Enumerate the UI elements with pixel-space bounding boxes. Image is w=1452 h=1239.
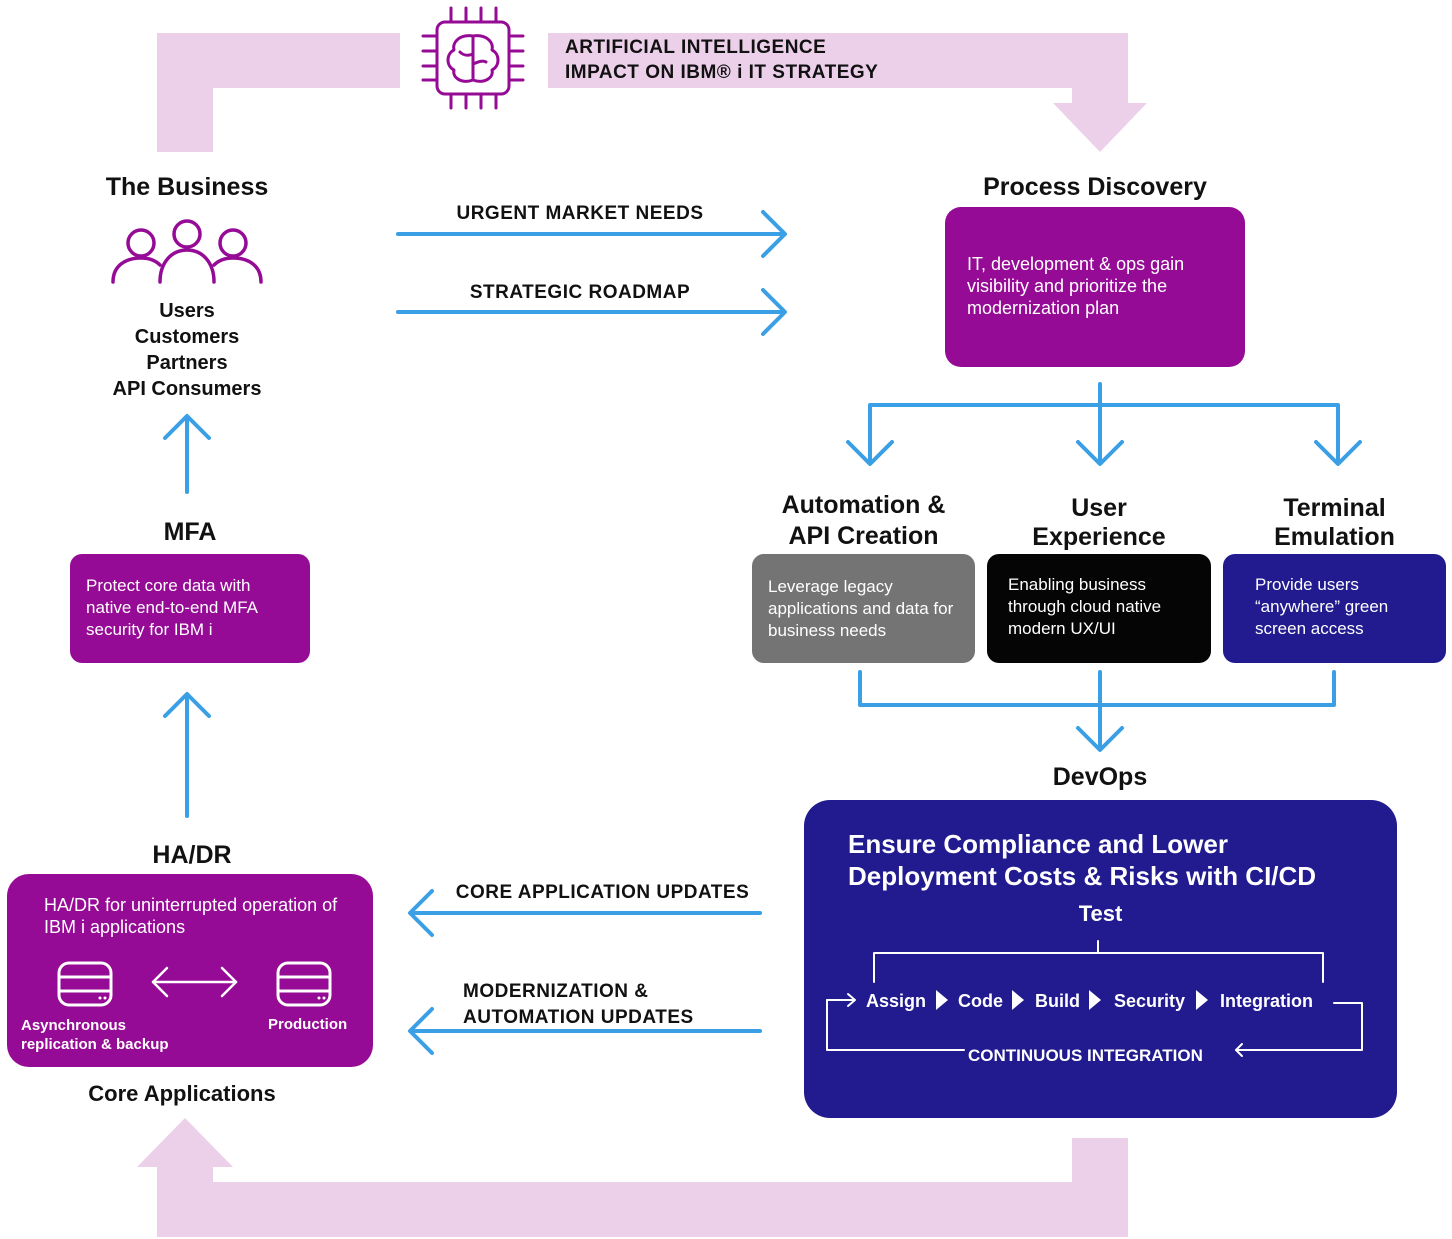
feedback-loop-bottom <box>137 1118 1128 1237</box>
ci-step-build: Build <box>1035 991 1080 1011</box>
terminal-title-line1: Terminal <box>1283 494 1386 522</box>
urgent-market-needs-label: URGENT MARKET NEEDS <box>456 203 704 224</box>
database-icon <box>57 961 113 1007</box>
process-discovery-text: IT, development & ops gain visibility an… <box>967 254 1185 318</box>
ai-heading: ARTIFICIAL INTELLIGENCE IMPACT ON IBM® i… <box>565 35 878 85</box>
devops-heading-line2: Deployment Costs & Risks with CI/CD <box>848 861 1317 891</box>
production-label: Production <box>268 1016 348 1033</box>
ci-step-code: Code <box>958 991 1003 1011</box>
modernization-updates-label: MODERNIZATION & AUTOMATION UPDATES <box>463 979 694 1031</box>
sync-arrow-icon <box>151 966 238 998</box>
user-experience-title: User Experience <box>987 494 1211 552</box>
user-experience-title-line1: User <box>1071 494 1127 522</box>
business-item: API Consumers <box>112 378 262 400</box>
automation-title-line1: Automation & <box>781 491 946 519</box>
automation-title-line2: API Creation <box>788 522 939 550</box>
ci-step-integration: Integration <box>1220 991 1313 1011</box>
users-group-icon <box>111 219 263 284</box>
devops-heading: Ensure Compliance and Lower Deployment C… <box>848 828 1316 892</box>
user-experience-title-line2: Experience <box>1032 523 1166 551</box>
automation-box: Leverage legacy applications and data fo… <box>752 554 975 663</box>
business-item: Users <box>159 300 215 322</box>
ai-heading-line2: IMPACT ON IBM® i IT STRATEGY <box>565 62 879 83</box>
replication-label-line2: replication & backup <box>21 1036 169 1053</box>
devops-heading-line1: Ensure Compliance and Lower <box>848 829 1228 859</box>
database-icon <box>276 961 332 1007</box>
mfa-title: MFA <box>163 518 217 546</box>
mfa-text: Protect core data with native end-to-end… <box>86 576 258 639</box>
hadr-box: HA/DR for uninterrupted operation of IBM… <box>7 874 373 1067</box>
hadr-text: HA/DR for uninterrupted operation of IBM… <box>44 895 338 937</box>
feedback-loop-top <box>157 33 1147 152</box>
terminal-emulation-text: Provide users “anywhere” green screen ac… <box>1255 575 1389 638</box>
flow-arrows <box>163 210 1362 1055</box>
user-experience-text: Enabling business through cloud native m… <box>1008 575 1162 638</box>
business-item: Partners <box>146 352 228 374</box>
core-application-updates-label: CORE APPLICATION UPDATES <box>455 882 750 903</box>
automation-title: Automation & API Creation <box>752 490 975 552</box>
ci-step-assign: Assign <box>866 991 927 1011</box>
devops-box: Ensure Compliance and Lower Deployment C… <box>804 800 1397 1118</box>
brain-chip-icon <box>421 6 525 110</box>
business-audience-list: Users Customers Partners API Consumers <box>87 298 287 402</box>
terminal-emulation-box: Provide users “anywhere” green screen ac… <box>1223 554 1446 663</box>
terminal-emulation-title: Terminal Emulation <box>1223 494 1446 552</box>
test-label: Test <box>1078 901 1123 926</box>
modernization-label-line1: MODERNIZATION & <box>463 981 649 1002</box>
core-applications-title: Core Applications <box>88 1081 276 1106</box>
hadr-title: HA/DR <box>152 841 232 869</box>
mfa-box: Protect core data with native end-to-end… <box>70 554 310 663</box>
ci-step-security: Security <box>1114 991 1186 1011</box>
automation-text: Leverage legacy applications and data fo… <box>768 577 954 640</box>
process-discovery-title: Process Discovery <box>983 173 1207 201</box>
user-experience-box: Enabling business through cloud native m… <box>987 554 1211 663</box>
business-item: Customers <box>134 326 240 348</box>
strategic-roadmap-label: STRATEGIC ROADMAP <box>469 282 691 303</box>
ai-heading-line1: ARTIFICIAL INTELLIGENCE <box>565 37 827 58</box>
replication-label-line1: Asynchronous <box>21 1017 127 1034</box>
modernization-label-line2: AUTOMATION UPDATES <box>463 1007 694 1028</box>
business-title: The Business <box>105 173 269 201</box>
continuous-integration-label: CONTINUOUS INTEGRATION <box>968 1046 1203 1065</box>
replication-label: Asynchronous replication & backup <box>21 1016 169 1054</box>
terminal-title-line2: Emulation <box>1274 523 1395 551</box>
process-discovery-box: IT, development & ops gain visibility an… <box>945 207 1245 367</box>
ci-cd-loop <box>826 940 1363 1057</box>
devops-title: DevOps <box>1052 763 1148 791</box>
